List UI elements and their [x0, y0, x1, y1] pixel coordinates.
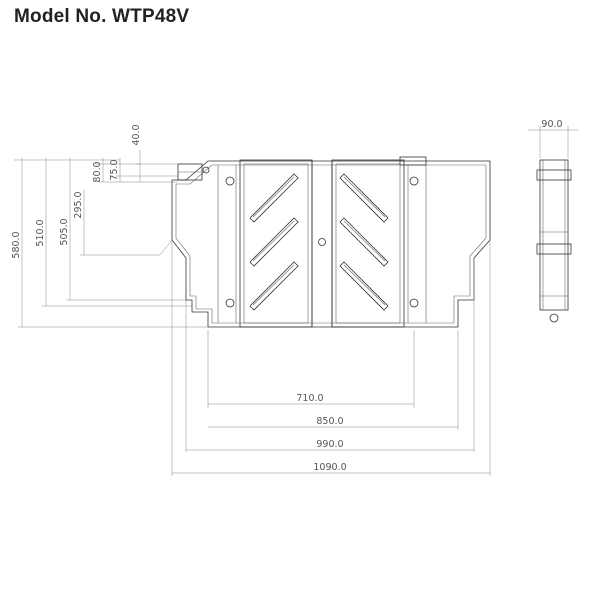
grip-slots-right	[340, 174, 388, 310]
dim-40: 40.0	[131, 124, 142, 145]
tank-inner-outline	[176, 165, 486, 323]
dim-1090: 1090.0	[313, 462, 346, 473]
mount-hole	[226, 299, 234, 307]
tank-outline	[172, 161, 490, 327]
dim-505: 505.0	[59, 218, 70, 245]
dim-990: 990.0	[316, 439, 343, 450]
dim-580: 580.0	[11, 231, 22, 258]
dim-75: 75.0	[109, 159, 120, 180]
mount-hole	[410, 299, 418, 307]
dim-510: 510.0	[35, 219, 46, 246]
dim-80: 80.0	[92, 161, 103, 182]
dim-295: 295.0	[73, 191, 84, 218]
side-view	[528, 126, 578, 322]
mount-hole	[410, 177, 418, 185]
right-panel	[332, 160, 404, 327]
dim-90: 90.0	[541, 119, 562, 130]
center-bolt	[319, 239, 326, 246]
grip-slots-left	[250, 174, 298, 310]
side-outline	[540, 160, 568, 310]
side-cap	[550, 314, 558, 322]
dim-850: 850.0	[316, 416, 343, 427]
front-view	[172, 157, 490, 327]
dim-710: 710.0	[296, 393, 323, 404]
mount-hole	[226, 177, 234, 185]
